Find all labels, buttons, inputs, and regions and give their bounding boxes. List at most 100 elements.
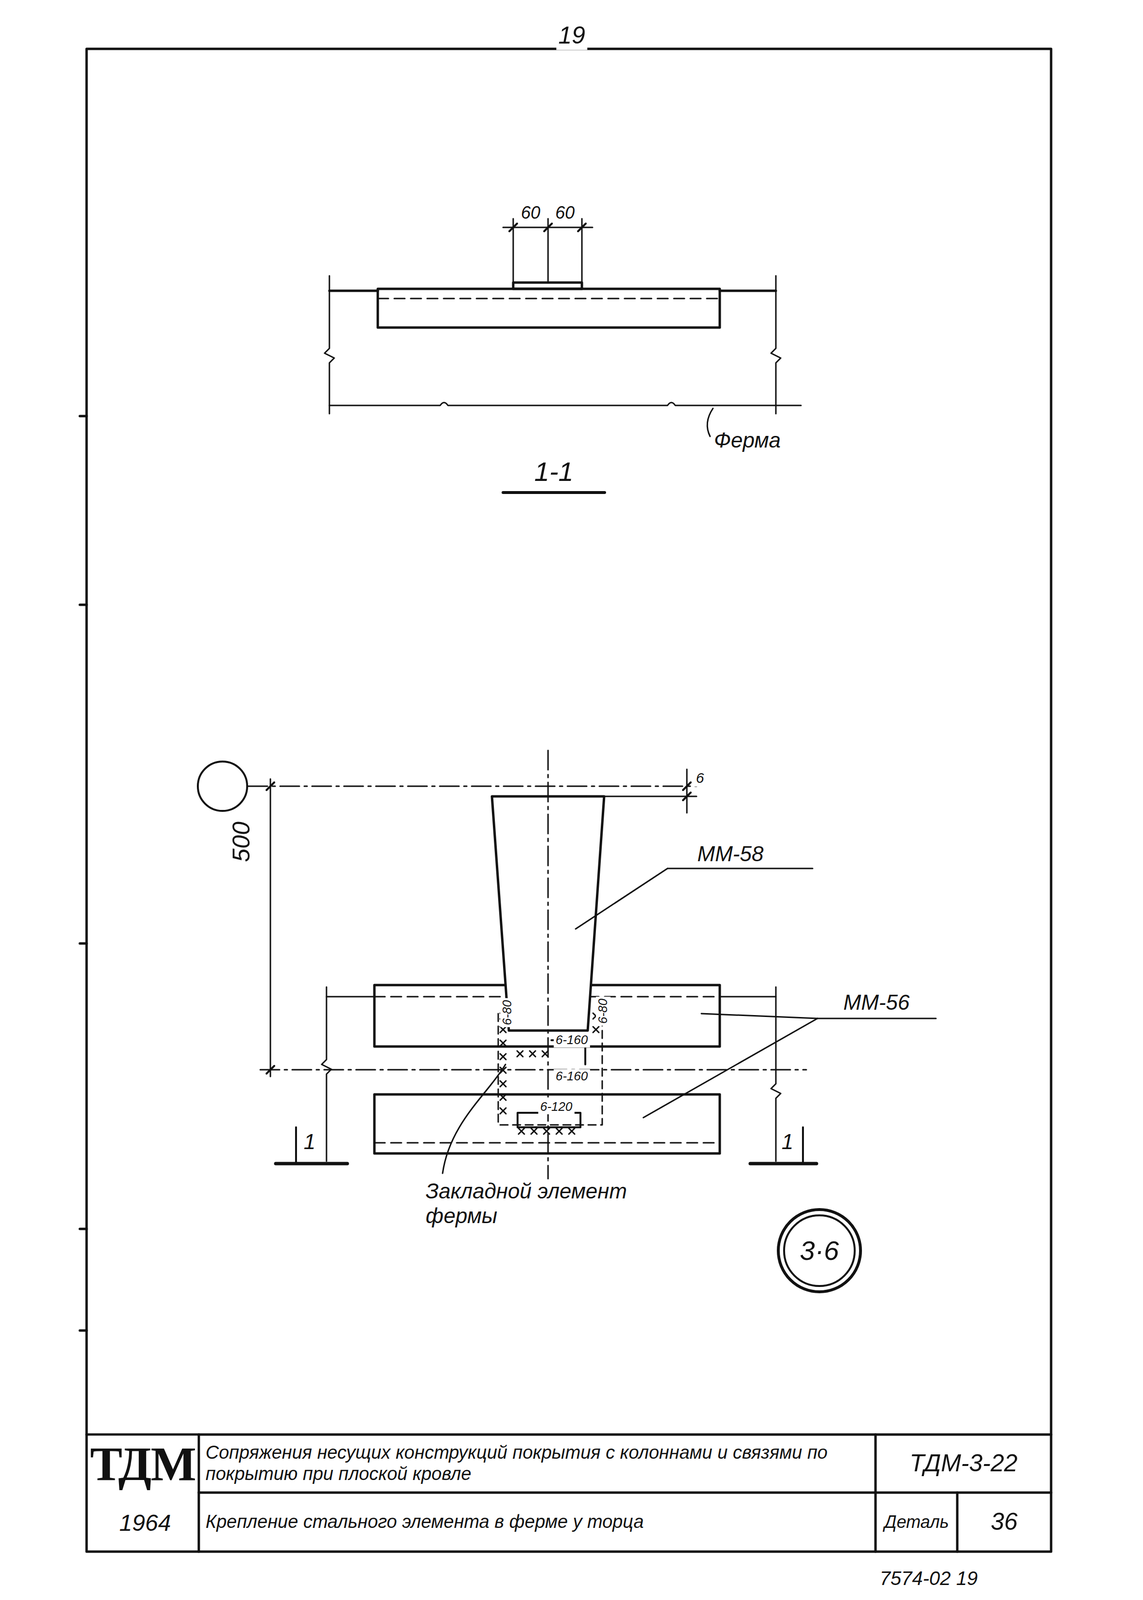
drawing-label: Сопряжения несущих конструкций покрытия …: [203, 1441, 871, 1485]
weld-marks-part: [500, 1026, 506, 1033]
drawing-label: Крепление стального элемента в ферме у т…: [203, 1511, 871, 1533]
sheet-frame-part: [79, 1227, 87, 1231]
drawing-label: 6-160: [553, 1032, 591, 1048]
weld-marks-part: [556, 1128, 563, 1134]
weld-marks-part: [518, 1128, 525, 1134]
plan-view: [197, 750, 936, 1185]
drawing-label: 6-80: [500, 997, 515, 1027]
plan-view-part: [575, 868, 668, 929]
plan-view-part: [682, 792, 691, 801]
drawing-label: ММ-58: [695, 841, 766, 867]
weld-marks-part: [593, 1026, 599, 1033]
section-1-1-part: [771, 275, 781, 414]
drawing-label: 1964: [117, 1509, 174, 1536]
title-block-grid-part: [197, 1434, 201, 1552]
section-1-1-part: [377, 297, 720, 300]
sheet-frame-part: [79, 415, 87, 418]
drawing-label: 500: [227, 819, 256, 864]
plan-view-part: [750, 1161, 817, 1166]
weld-marks-part: [500, 1094, 506, 1100]
plan-view-part: [269, 778, 272, 1077]
plan-view-part: [604, 795, 697, 798]
weld-marks-part: [500, 1094, 506, 1100]
section-1-1-part: [329, 289, 378, 293]
plan-view-part: [266, 782, 275, 790]
plan-view-part: [643, 1018, 818, 1118]
plan-view-part: [260, 1068, 807, 1071]
weld-marks-part: [531, 1128, 537, 1134]
weld-marks-part: [517, 1050, 523, 1057]
callout-number: 3·6: [800, 1236, 840, 1264]
drawing-label: 6-120: [538, 1099, 575, 1114]
plan-view-part: [686, 769, 688, 813]
drawing-label: 60: [553, 202, 577, 223]
weld-marks-part: [568, 1128, 575, 1134]
weld-marks-part: [568, 1128, 575, 1134]
drawing-label: Ферма: [712, 428, 783, 453]
plan-view-part: [498, 1013, 603, 1125]
title-block-grid-part: [874, 1434, 877, 1552]
section-1-1-part: [509, 223, 518, 232]
title-block-grid-part: [86, 1433, 1052, 1436]
plan-view-part: [275, 1161, 348, 1166]
weld-marks-part: [500, 1080, 506, 1087]
drawing-label: ТДМ-3-22: [907, 1449, 1020, 1478]
sheet-frame-part: [79, 942, 87, 945]
section-1-1-part: [503, 490, 605, 494]
drawing-label: 6-80: [595, 996, 611, 1026]
section-1-1-part: [324, 275, 335, 414]
drawing-label: ТДМ: [88, 1435, 198, 1492]
drawing-label: 1: [301, 1129, 318, 1155]
section-1-1-part: [578, 223, 586, 232]
plan-view-part: [326, 995, 375, 998]
drawing-label: 60: [519, 202, 543, 223]
plan-view-part: [682, 782, 691, 790]
plan-view-part: [517, 1112, 581, 1128]
drawing-label: Закладной элемент фермы: [423, 1178, 631, 1228]
title-block-grid-part: [956, 1492, 959, 1552]
sheet-frame-part: [79, 1329, 87, 1332]
plan-view-part: [248, 785, 697, 787]
section-1-1-part: [544, 223, 552, 232]
plan-view-part: [547, 750, 550, 1185]
weld-marks-part: [500, 1080, 506, 1087]
weld-marks-part: [517, 1050, 523, 1057]
weld-marks-part: [500, 1053, 506, 1060]
weld-marks-part: [500, 1039, 506, 1046]
plan-view-part: [667, 867, 813, 870]
weld-marks-part: [500, 1107, 506, 1114]
weld-marks-part: [542, 1050, 549, 1057]
sheet-frame-part: [79, 603, 87, 607]
weld-marks-part: [500, 1039, 506, 1046]
title-block-grid: [86, 1434, 1052, 1552]
weld-marks-part: [593, 1026, 599, 1033]
drawing-label: ММ-56: [841, 990, 912, 1015]
section-1-1-part: [513, 282, 582, 289]
plan-view-part: [817, 1017, 936, 1020]
drawing-label: 6: [694, 769, 707, 787]
drawing-label: 1: [779, 1129, 796, 1155]
weld-marks-part: [500, 1107, 506, 1114]
title-block-grid-part: [198, 1491, 1052, 1494]
plan-view-part: [701, 1013, 818, 1019]
weld-marks-part: [542, 1050, 549, 1057]
plan-view-part: [321, 986, 332, 1161]
weld-marks-part: [531, 1128, 537, 1134]
weld-marks-part: [529, 1050, 536, 1057]
plan-view-part: [719, 995, 776, 998]
plan-view-part: [374, 1142, 720, 1144]
drawing-label: 7574-02 19: [877, 1566, 980, 1589]
sheet-frame-part: [86, 48, 1052, 1552]
plan-view-part: [197, 761, 248, 811]
drawing-label: 36: [988, 1507, 1020, 1536]
weld-marks-part: [529, 1050, 536, 1057]
section-1-1: [324, 218, 802, 493]
drawing-label: 6-160: [553, 1068, 591, 1084]
weld-marks-part: [556, 1128, 563, 1134]
drawing-label: 19: [556, 21, 588, 50]
weld-marks: [500, 1012, 599, 1134]
callout-circle: 3·6: [775, 1206, 863, 1294]
section-1-1-part: [329, 402, 802, 406]
section-1-1-part: [719, 289, 776, 293]
